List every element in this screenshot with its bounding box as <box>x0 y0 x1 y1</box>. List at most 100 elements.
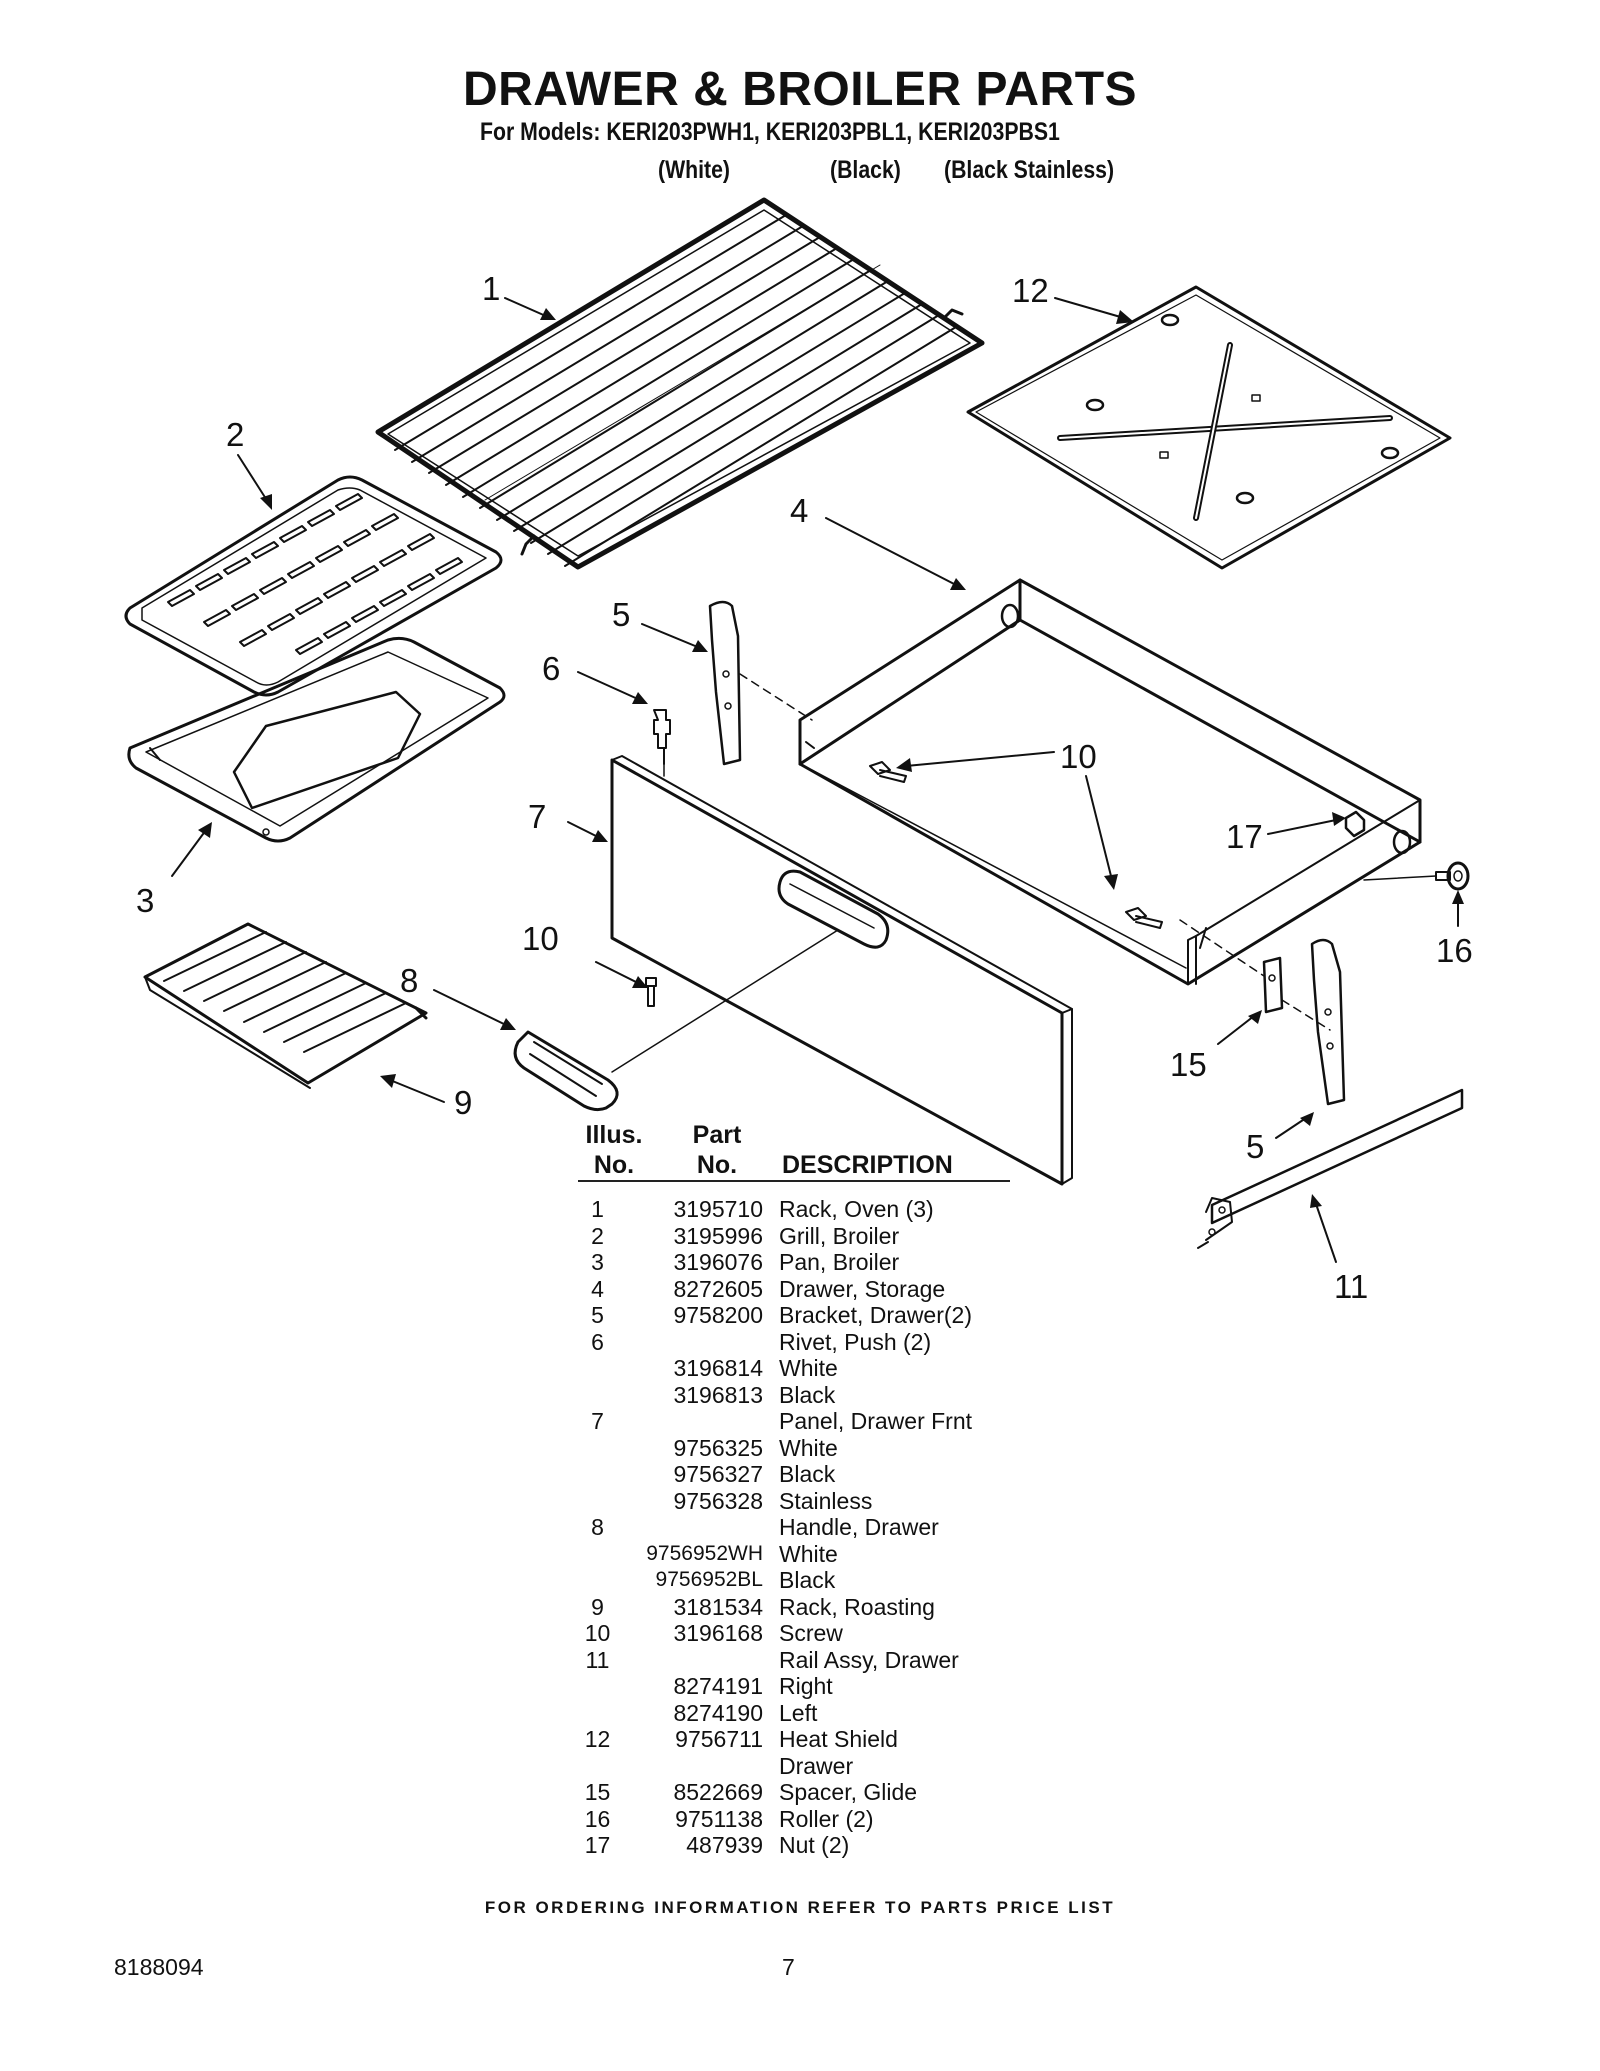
illus-no-cell <box>560 1461 635 1488</box>
screw-part <box>645 761 1163 1007</box>
callout-9: 9 <box>454 1084 472 1121</box>
illus-no-cell <box>560 1488 635 1515</box>
illus-no-cell <box>560 1700 635 1727</box>
part-no-cell: 9756325 <box>673 1434 763 1461</box>
illus-no-cell: 1 <box>591 1196 604 1222</box>
callout-7: 7 <box>528 798 546 835</box>
callout-1: 1 <box>482 270 500 307</box>
description-cell: Roller (2) <box>779 1805 874 1832</box>
exploded-parts-diagram: 1 12 2 4 5 6 10 7 17 3 10 16 8 15 9 5 11 <box>124 197 1473 1305</box>
illus-no-cell: 7 <box>591 1408 604 1434</box>
part-no-cell <box>635 1514 773 1541</box>
description-cell: Nut (2) <box>779 1832 850 1858</box>
callout-5-bottom: 5 <box>1246 1128 1264 1165</box>
illus-no-cell: 10 <box>584 1620 611 1646</box>
callout-4: 4 <box>790 492 808 529</box>
part-no-cell: 3196813 <box>673 1381 763 1408</box>
illus-no-cell: 4 <box>591 1275 604 1302</box>
description-cell: Black <box>779 1461 836 1487</box>
header-part-no: Part No. <box>692 1121 742 1179</box>
description-cell: Rack, Oven (3) <box>779 1196 934 1222</box>
callout-15: 15 <box>1170 1046 1207 1083</box>
part-no-cell: 3196076 <box>673 1249 763 1275</box>
illus-no-cell: 2 <box>591 1222 604 1249</box>
part-no-cell: 3195710 <box>673 1196 763 1222</box>
illus-no-cell: 12 <box>584 1726 611 1752</box>
description-cell: Screw <box>779 1620 843 1646</box>
part-no-cell: 9756328 <box>673 1487 763 1514</box>
part-no-cell: 9756952WH <box>646 1541 763 1565</box>
description-cell: White <box>779 1355 838 1381</box>
description-cell: Rack, Roasting <box>779 1593 935 1620</box>
description-cell: Rail Assy, Drawer <box>779 1646 959 1673</box>
document-number: 8188094 <box>114 1954 204 1980</box>
table-row: 5 9758200 Bracket, Drawer(2) <box>560 1302 972 1329</box>
header-description: DESCRIPTION <box>782 1151 953 1179</box>
storage-drawer-part <box>798 578 1422 986</box>
leader-arrows <box>171 297 1464 1263</box>
assembly-guide-lines <box>739 673 1331 1031</box>
illus-no-cell <box>560 1567 635 1594</box>
description-cell: Spacer, Glide <box>779 1779 918 1805</box>
part-no-cell: 3196814 <box>673 1355 763 1381</box>
illus-no-cell: 16 <box>584 1805 611 1832</box>
table-row: 3196813 Black <box>560 1382 972 1409</box>
page-number: 7 <box>782 1954 795 1980</box>
illus-no-cell <box>560 1355 635 1382</box>
illus-no-cell: 8 <box>591 1514 604 1540</box>
part-no-cell: 9758200 <box>673 1302 763 1328</box>
drawer-rail-part <box>1197 1088 1464 1249</box>
description-cell: Black <box>779 1567 836 1593</box>
drawer-handle-part <box>513 1030 619 1112</box>
table-row: 11 Rail Assy, Drawer <box>560 1647 972 1674</box>
table-row: 4 8272605 Drawer, Storage <box>560 1276 972 1303</box>
oven-rack-part <box>375 197 985 570</box>
table-row: 7 Panel, Drawer Frnt <box>560 1408 972 1435</box>
illus-no-cell: 11 <box>585 1646 610 1673</box>
heat-shield-part <box>966 285 1452 570</box>
variant-black: (Black) <box>830 156 901 184</box>
description-cell: Panel, Drawer Frnt <box>779 1408 973 1434</box>
callout-3: 3 <box>136 882 154 919</box>
drawer-bracket-part <box>708 600 1346 1106</box>
illus-no-cell: 5 <box>591 1302 604 1328</box>
illus-no-cell <box>560 1382 635 1409</box>
nut-part <box>1344 810 1366 838</box>
part-no-cell: 3195996 <box>673 1222 763 1249</box>
part-no-cell: 9756952BL <box>655 1568 763 1591</box>
description-cell: Black <box>779 1381 836 1408</box>
illus-no-cell <box>560 1435 635 1462</box>
roasting-rack-part <box>143 922 428 1089</box>
callout-10-right: 10 <box>1060 738 1097 775</box>
description-cell: Rivet, Push (2) <box>779 1328 932 1355</box>
callout-6: 6 <box>542 650 560 687</box>
broiler-pan-part <box>127 636 506 843</box>
description-cell: Grill, Broiler <box>779 1222 900 1249</box>
description-cell: Bracket, Drawer(2) <box>779 1302 972 1328</box>
drawer-front-panel-part <box>610 755 1073 1186</box>
part-no-cell: 8272605 <box>673 1275 763 1302</box>
callout-8: 8 <box>400 962 418 999</box>
description-cell: Heat Shield <box>779 1726 898 1752</box>
table-row: Drawer <box>560 1753 972 1780</box>
table-row: 12 9756711 Heat Shield <box>560 1726 972 1753</box>
illus-no-cell: 17 <box>584 1832 611 1858</box>
models-line: For Models: KERI203PWH1, KERI203PBL1, KE… <box>480 118 1060 146</box>
callout-12: 12 <box>1012 272 1049 309</box>
table-row: 9756952BL Black <box>560 1567 972 1594</box>
callout-5-top: 5 <box>612 596 630 633</box>
part-no-cell: 9756711 <box>675 1726 763 1752</box>
description-cell: Pan, Broiler <box>779 1249 900 1275</box>
description-cell: Right <box>779 1673 833 1699</box>
part-no-cell: 9756327 <box>673 1461 763 1487</box>
illus-no-cell: 3 <box>591 1249 604 1275</box>
description-cell: Handle, Drawer <box>779 1514 939 1540</box>
description-cell: Drawer, Storage <box>779 1275 946 1302</box>
